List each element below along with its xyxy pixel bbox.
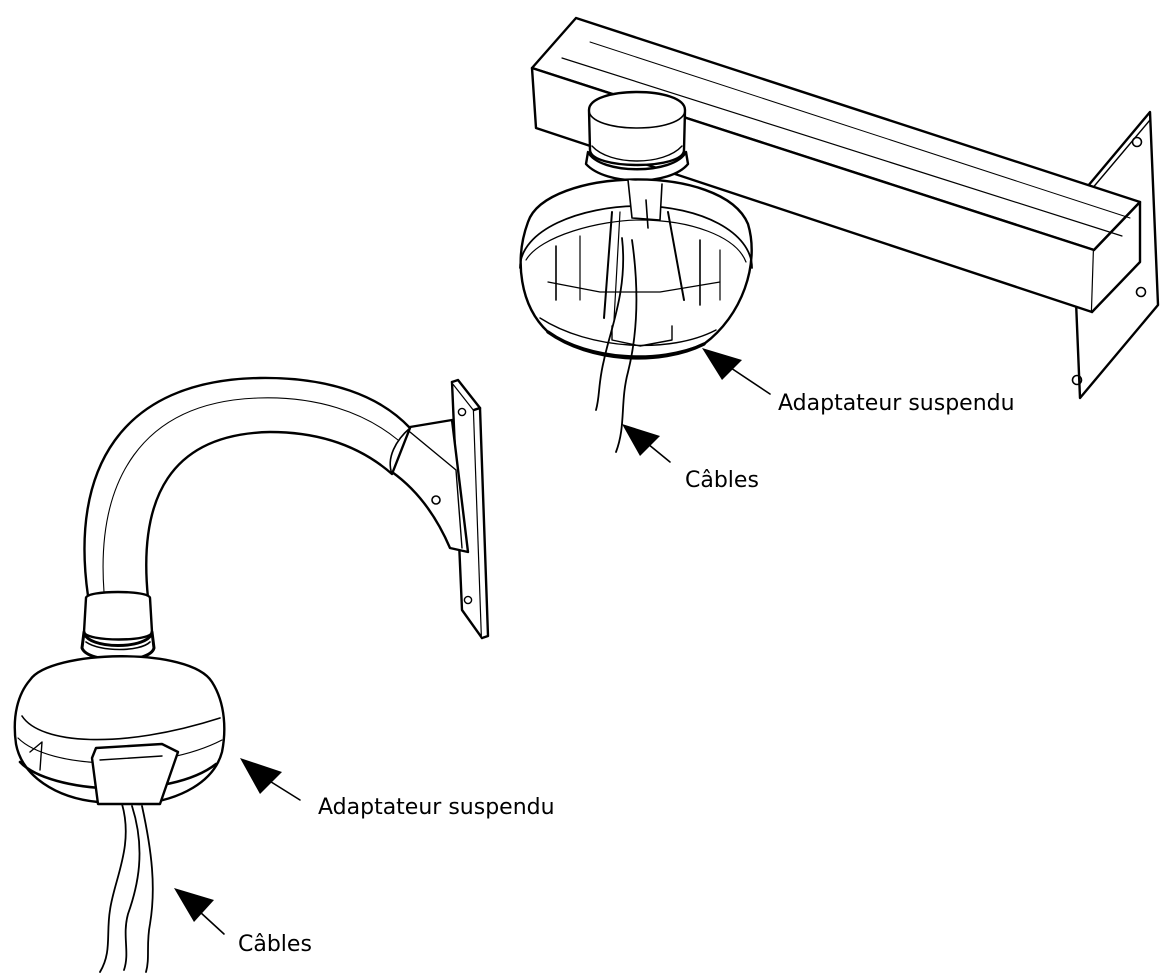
label-lower-pendant-adapter: Adaptateur suspendu xyxy=(318,795,555,820)
lower-cables xyxy=(99,803,154,973)
wall-bracket-mount xyxy=(519,16,1160,453)
lower-neck-collar xyxy=(80,590,156,662)
lower-pendant-adapter xyxy=(13,655,226,806)
upper-neck xyxy=(584,90,690,182)
lower-gusset-bracket xyxy=(390,418,470,554)
label-upper-cables: Câbles xyxy=(685,468,759,493)
pointer-lower-cables xyxy=(174,888,225,935)
callout-pointers xyxy=(174,348,771,935)
pointer-upper-adapter xyxy=(702,348,771,395)
pointer-upper-cables xyxy=(622,424,671,463)
lower-gooseneck-tube xyxy=(83,376,412,600)
pointer-lower-adapter xyxy=(240,758,301,801)
gooseneck-wall-mount xyxy=(13,376,490,973)
upper-cables xyxy=(595,237,638,453)
label-upper-pendant-adapter: Adaptateur suspendu xyxy=(778,391,1015,416)
label-lower-cables: Câbles xyxy=(238,932,312,957)
upper-pendant-adapter xyxy=(519,178,753,360)
